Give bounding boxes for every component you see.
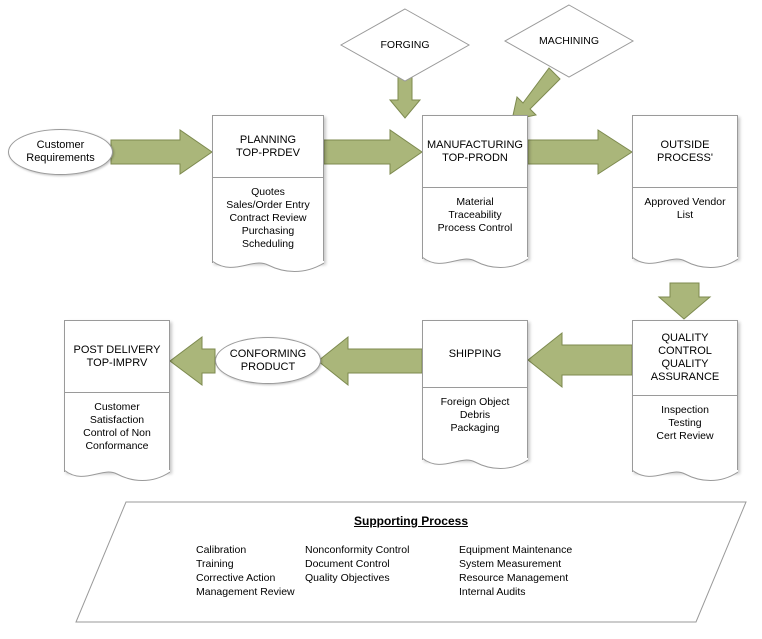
supporting-process-shape: [75, 501, 747, 623]
arrow-conforming-to-post-delivery: [169, 336, 216, 386]
supporting-process-panel[interactable]: Supporting Process Calibration Training …: [74, 500, 748, 624]
node-forging[interactable]: FORGING: [339, 7, 471, 83]
forging-diamond-shape: [339, 8, 471, 82]
supporting-process-title: Supporting Process: [353, 514, 469, 528]
supporting-process-column-2: Nonconformity Control Document Control Q…: [305, 544, 410, 584]
customer-requirements-label: Customer Requirements: [26, 139, 95, 164]
node-manufacturing[interactable]: MANUFACTURING TOP-PRODN Material Traceab…: [422, 115, 528, 268]
supporting-process-column-3: Equipment Maintenance System Measurement…: [459, 544, 573, 598]
post-delivery-title: POST DELIVERY TOP-IMPRV: [73, 343, 161, 369]
manufacturing-wave-bottom: [422, 257, 528, 268]
node-outside-process[interactable]: OUTSIDE PROCESS' Approved Vendor List: [632, 115, 738, 268]
machining-label: MACHINING: [538, 35, 600, 47]
arrow-forging-to-manufacturing: [388, 75, 422, 119]
outside-process-wave-bottom: [632, 257, 738, 268]
shipping-title: SHIPPING: [448, 347, 502, 360]
outside-process-items: Approved Vendor List: [644, 196, 726, 221]
supporting-process-column-1: Calibration Training Corrective Action M…: [196, 544, 295, 598]
node-shipping[interactable]: SHIPPING Foreign Object Debris Packaging: [422, 320, 528, 469]
manufacturing-items: Material Traceability Process Control: [437, 196, 513, 234]
planning-wave-bottom: [212, 261, 324, 272]
arrow-quality-to-shipping: [527, 331, 633, 389]
quality-control-items: Inspection Testing Cert Review: [656, 404, 714, 442]
shipping-wave-bottom: [422, 458, 528, 469]
node-conforming-product[interactable]: CONFORMING PRODUCT: [215, 337, 321, 384]
manufacturing-title: MANUFACTURING TOP-PRODN: [427, 138, 523, 164]
node-customer-requirements[interactable]: Customer Requirements: [8, 129, 113, 175]
quality-control-title: QUALITY CONTROL QUALITY ASSURANCE: [650, 332, 720, 383]
post-delivery-wave-bottom: [64, 470, 170, 481]
node-planning[interactable]: PLANNING TOP-PRDEV Quotes Sales/Order En…: [212, 115, 324, 272]
node-quality-control[interactable]: QUALITY CONTROL QUALITY ASSURANCE Inspec…: [632, 320, 738, 481]
planning-title: PLANNING TOP-PRDEV: [236, 133, 300, 159]
post-delivery-items: Customer Satisfaction Control of Non Con…: [83, 401, 151, 452]
machining-diamond-shape: [503, 4, 635, 78]
outside-process-title: OUTSIDE PROCESS': [657, 138, 713, 164]
quality-control-wave-bottom: [632, 470, 738, 481]
forging-label: FORGING: [380, 39, 430, 51]
shipping-items: Foreign Object Debris Packaging: [440, 396, 510, 434]
arrow-shipping-to-conforming: [317, 335, 423, 387]
conforming-product-label: CONFORMING PRODUCT: [229, 347, 307, 373]
planning-items: Quotes Sales/Order Entry Contract Review…: [226, 186, 310, 250]
node-post-delivery[interactable]: POST DELIVERY TOP-IMPRV Customer Satisfa…: [64, 320, 170, 481]
arrow-planning-to-manufacturing: [323, 129, 423, 175]
arrow-outside-to-quality: [657, 282, 712, 320]
node-machining[interactable]: MACHINING: [503, 3, 635, 79]
arrow-manufacturing-to-outside: [527, 129, 633, 175]
arrow-customer-to-planning: [110, 129, 213, 175]
